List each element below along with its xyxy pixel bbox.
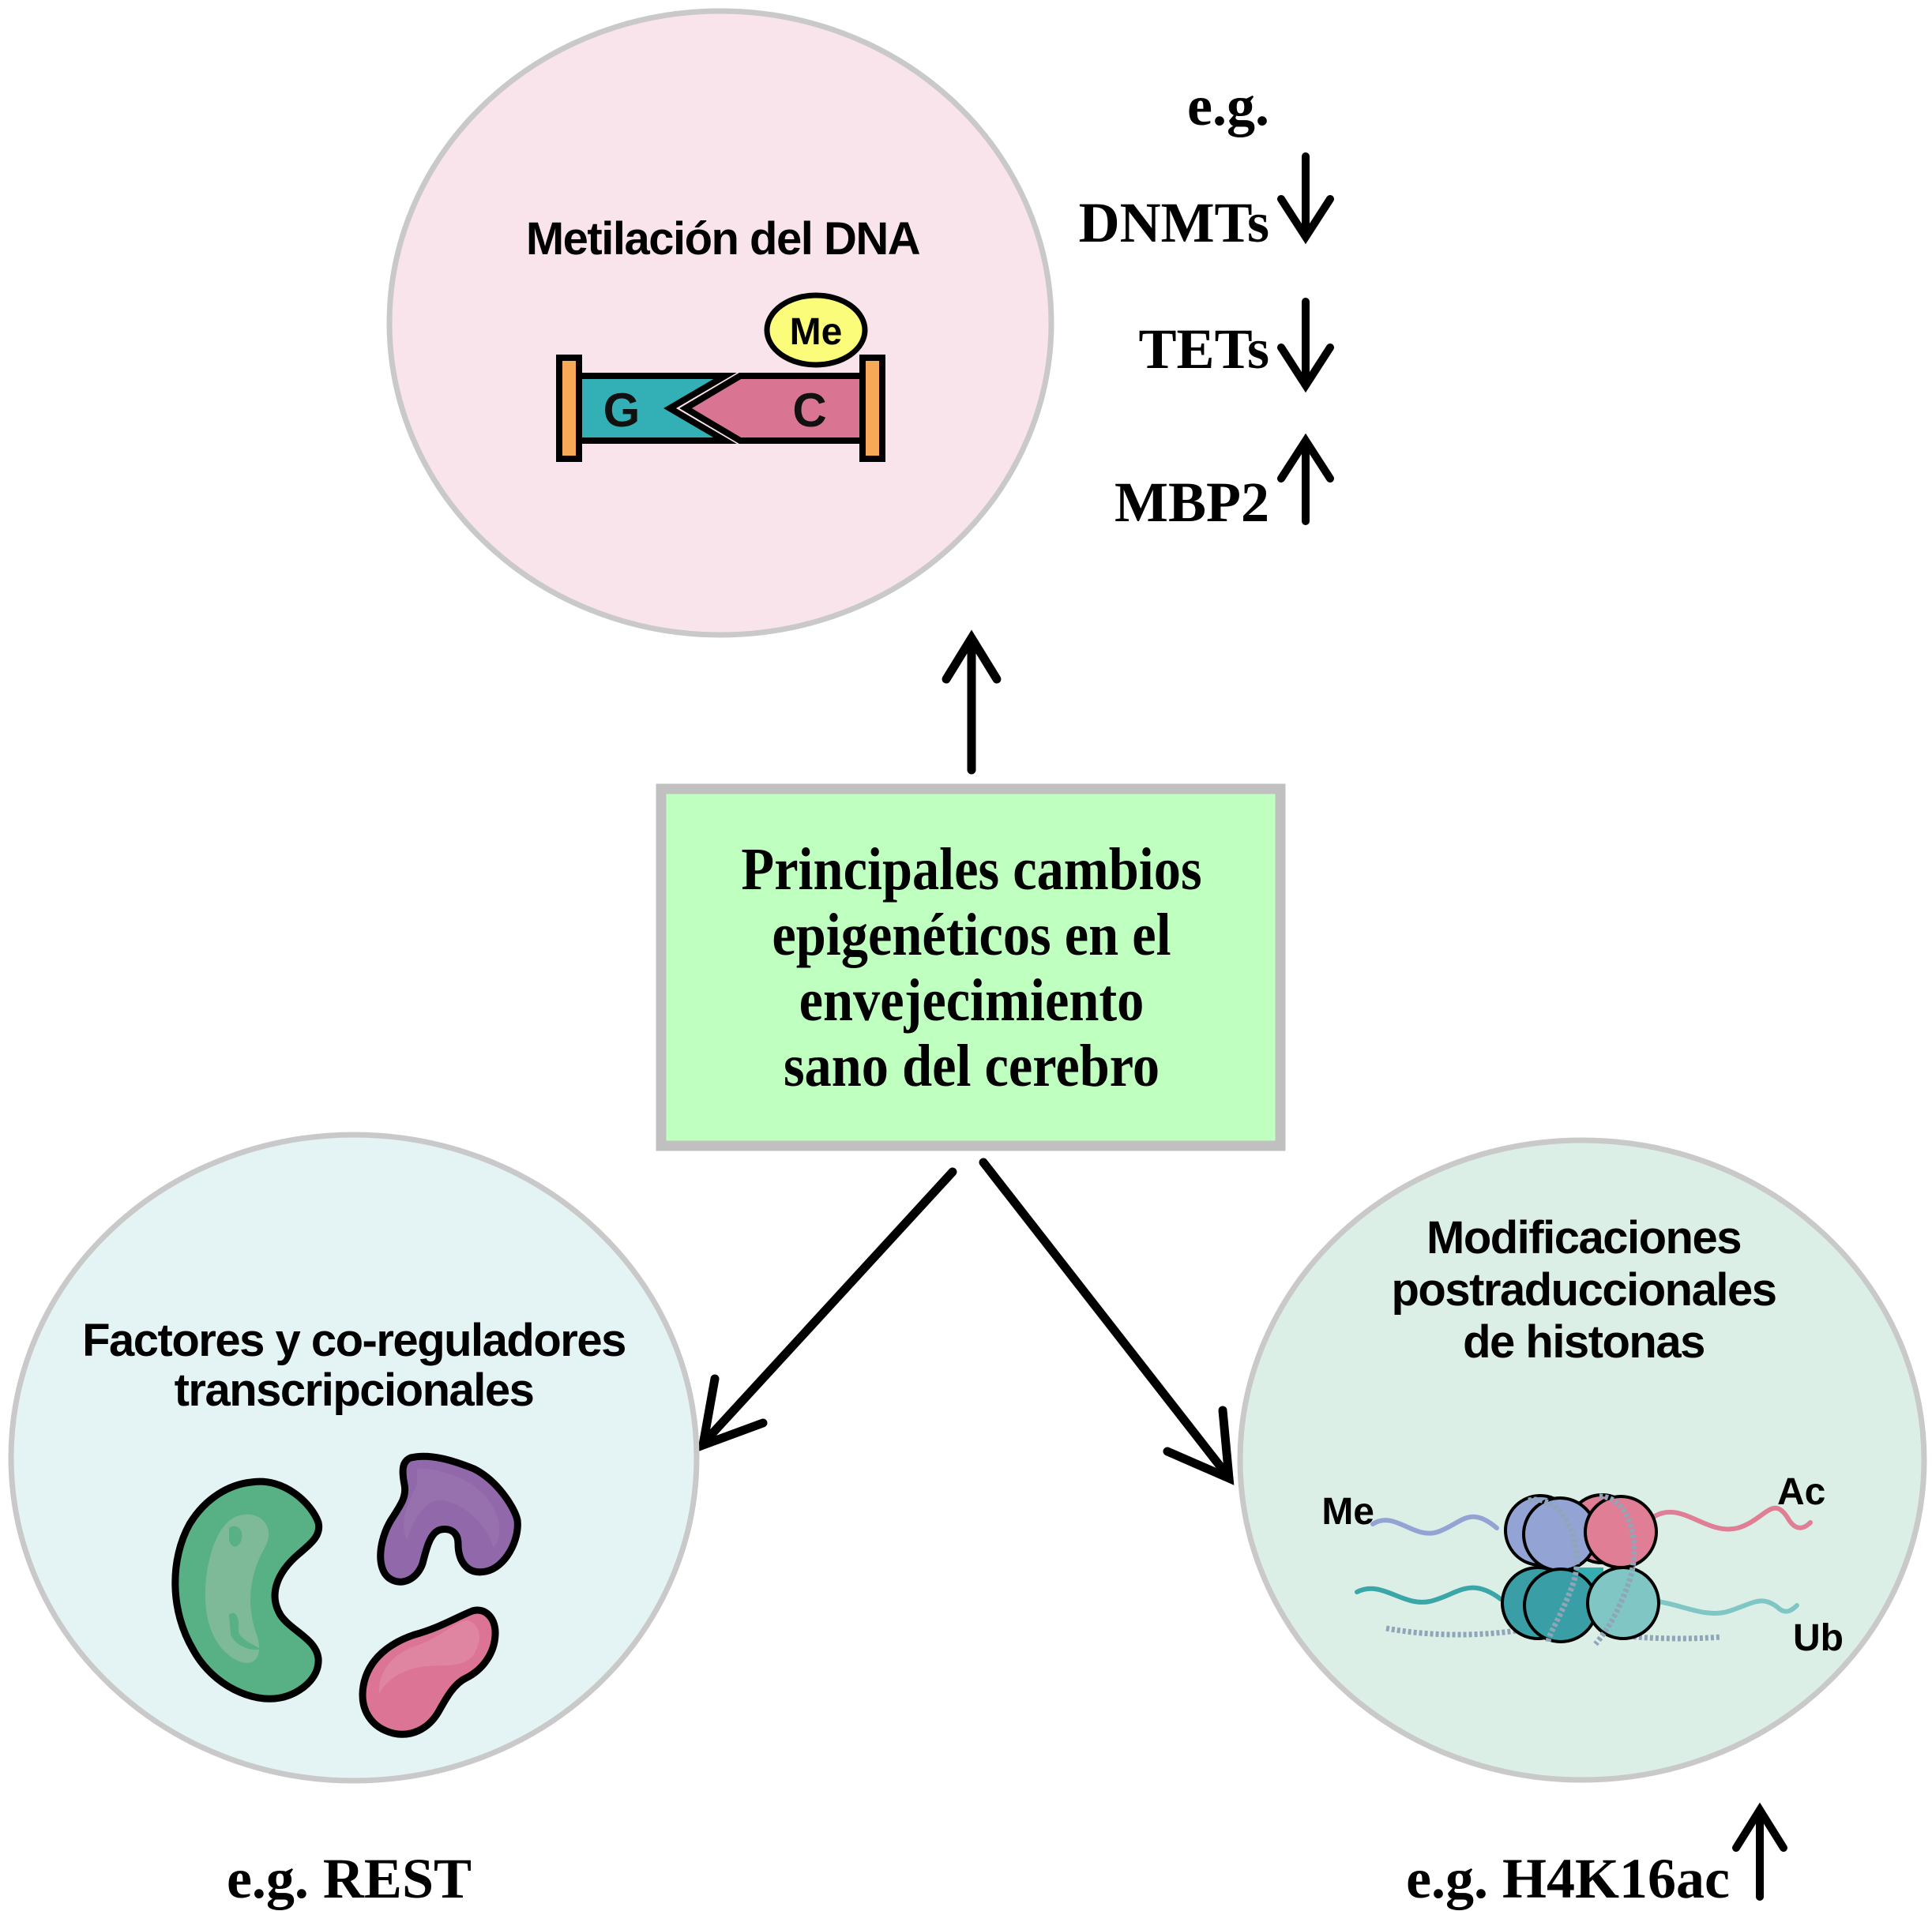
- dna-base-pair-icon: G C Me: [556, 292, 885, 462]
- purple-protein-icon: [377, 1452, 521, 1586]
- histone-mods-example: e.g. H4K16ac: [1406, 1847, 1730, 1910]
- histone-mods-title-line-3: de histonas: [1463, 1316, 1705, 1368]
- dna-methylation-circle: [386, 8, 1054, 638]
- base-g-label: G: [603, 384, 641, 437]
- example-tets: TETs: [1139, 317, 1269, 381]
- transcription-factors-example: e.g. REST: [227, 1847, 472, 1910]
- ubiquitin-mark-label: Ub: [1793, 1617, 1844, 1659]
- central-title-line-3: envejecimiento: [799, 967, 1145, 1034]
- arrow-down-icon: [1277, 152, 1334, 245]
- nucleosome-icon: [1355, 1493, 1813, 1646]
- acetyl-tail: [1652, 1506, 1813, 1532]
- histone-mods-node: Modificaciones postraduccionales de hist…: [1237, 1137, 1927, 1783]
- example-dnmts: DNMTs: [1079, 191, 1269, 254]
- dna-methylation-node: Metilación del DNA G C Me: [386, 8, 1054, 638]
- central-topic-box: Principales cambios epigenéticos en el e…: [656, 783, 1286, 1151]
- histone-mods-circle: [1237, 1137, 1927, 1783]
- examples-label: e.g.: [1187, 74, 1269, 137]
- base-c-label: C: [792, 384, 826, 437]
- central-box-frame: [656, 783, 1286, 1151]
- transcription-factors-title-line-1: Factores y co-reguladores: [82, 1315, 626, 1366]
- arrow-up-icon: [1732, 1802, 1787, 1901]
- histone-mods-title-line-2: postraduccionales: [1392, 1264, 1776, 1316]
- example-mbp2: MBP2: [1114, 471, 1269, 534]
- right-backbone-cap: [859, 355, 885, 462]
- methyl-tail: [1370, 1514, 1499, 1536]
- transcription-factors-node: Factores y co-reguladores transcripciona…: [8, 1132, 700, 1784]
- arrow-to-transcription-factors: [697, 1167, 957, 1452]
- arrow-down-icon: [1277, 298, 1334, 393]
- transcription-factors-circle: [8, 1132, 700, 1784]
- methyl-mark-label: Me: [1321, 1491, 1374, 1533]
- arrow-to-histone-mods: [979, 1158, 1235, 1485]
- dna-wrap: [1528, 1493, 1637, 1646]
- methyl-label: Me: [790, 311, 843, 353]
- green-protein-icon: [171, 1477, 323, 1703]
- acetyl-mark-label: Ac: [1777, 1471, 1825, 1513]
- central-title-line-4: sano del cerebro: [784, 1033, 1160, 1099]
- left-backbone-cap: [556, 355, 582, 462]
- histone-mods-title-line-1: Modificaciones: [1426, 1212, 1741, 1263]
- dna-methylation-examples: e.g. DNMTs TETs MBP2: [1079, 74, 1334, 534]
- dna-methylation-title: Metilación del DNA: [526, 213, 920, 265]
- central-title-line-1: Principales cambios: [741, 836, 1201, 903]
- transcription-factors-title-line-2: transcripcionales: [175, 1365, 534, 1416]
- arrow-to-dna-methylation: [942, 629, 1002, 775]
- guanine-block: [576, 373, 737, 444]
- arrow-up-icon: [1277, 433, 1334, 525]
- teal-tail: [1355, 1585, 1503, 1605]
- methyl-group-ellipse: [764, 292, 868, 368]
- central-title-line-2: epigenéticos en el: [772, 902, 1171, 968]
- pink-protein-icon: [359, 1606, 499, 1738]
- ubiquitin-tail: [1655, 1598, 1799, 1616]
